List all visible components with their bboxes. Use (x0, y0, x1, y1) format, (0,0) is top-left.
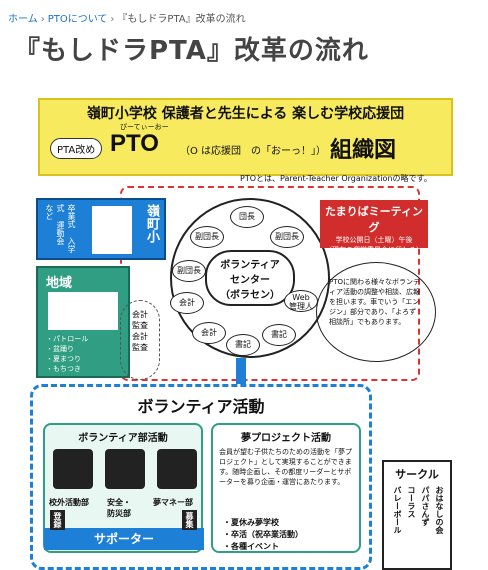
audit-label: 会計 監査 会計 監査 (132, 310, 148, 352)
yume-list-item: ・各種イベント (223, 542, 279, 551)
school-building-icon (92, 206, 132, 254)
sosiki-label: 組織図 (330, 138, 397, 163)
breadcrumb-separator: › (110, 14, 115, 25)
dept-item: 安全・ 防災部 (107, 498, 131, 518)
breadcrumb-current: 『もしドラPTA』改革の流れ (117, 14, 246, 25)
school-sub: 卒業式 入学式 運動会 など (45, 204, 76, 253)
pta-pill: PTA改め (50, 138, 103, 159)
role-shoki: 書記 (262, 324, 296, 346)
circle-item: バレーボール (393, 486, 402, 534)
yume-body: 会員が望む子供たちのための活動を「夢プロジェクト」として実現することができます。… (219, 448, 352, 486)
area-sub: ・パトロール ・盆踊り ・夏まつり ・もちつき (46, 335, 89, 373)
yume-project-box: 夢プロジェクト活動 会員が望む子供たちのための活動を「夢プロジェクト」として実現… (211, 423, 361, 553)
city-icon (48, 292, 118, 330)
volunteer-center-label: ボランティア センター （ボラセン） (220, 260, 280, 301)
pto-paren: （O は応援団 の「おーっ！」） (180, 146, 327, 157)
area-label: 地域 (46, 276, 73, 291)
tamariba-title: たまりばミーティング (324, 205, 423, 234)
circle-item: パパさんず (421, 486, 430, 526)
diagram-header-title: 嶺町小学校 保護者と先生による 楽しむ学校応援団 (86, 106, 405, 122)
circle-title: サークル (395, 468, 439, 481)
page-title: 『もしドラPTA』改革の流れ (14, 36, 369, 66)
helmet-icon (105, 449, 145, 489)
down-arrow (236, 358, 246, 384)
role-fukudanchou: 副団長 (190, 226, 224, 248)
toroku-label: 登録 (50, 510, 65, 530)
role-fukudanchou: 副団長 (270, 226, 304, 248)
role-kaikei: 会計 (170, 292, 204, 314)
breadcrumb-home-link[interactable]: ホーム (8, 14, 38, 25)
circle-item: おはなしの会 (435, 486, 444, 534)
school-label: 嶺町小 (144, 204, 159, 243)
role-fukudanchou: 副団長 (172, 260, 206, 282)
tamariba-meeting-box: たまりばミーティング 学校公開日（土曜）午後 （現在の運営委員会に代わる） (320, 200, 428, 254)
festival-icon (53, 449, 93, 489)
dept-item: 夢マネー部 (153, 498, 193, 507)
boshu-label: 募集 (182, 510, 197, 530)
volunteer-activity-title: ボランティア活動 (137, 397, 265, 416)
yume-list-item: ・夏休み夢学校 (223, 518, 279, 527)
breadcrumb: ホーム›PTOについて›『もしドラPTA』改革の流れ (8, 10, 246, 25)
tamariba-sub: 学校公開日（土曜）午後 （現在の運営委員会に代わる） (325, 236, 423, 254)
volunteer-center: ボランティア センター （ボラセン） (205, 250, 295, 306)
yen-icon (157, 449, 197, 489)
role-web-admin: Web 管理人 (284, 290, 318, 312)
area-box: 地域 ・パトロール ・盆踊り ・夏まつり ・もちつき (36, 266, 130, 378)
dept-item: 校外活動部 (49, 498, 89, 507)
circle-box: サークル バレーボール コーラス パパさんず おはなしの会 (382, 460, 452, 570)
pto-description-bubble: PTOに関わる様々なボランティア活動の調整や相談、広報を担います。車でいう「エン… (316, 262, 436, 362)
pto-ruby: ぴーてぃーおー (120, 123, 169, 131)
yume-title: 夢プロジェクト活動 (241, 433, 331, 444)
circle-item: コーラス (407, 486, 416, 518)
school-box: 卒業式 入学式 運動会 など 嶺町小 (36, 198, 166, 260)
pto-logo: PTO (110, 130, 159, 157)
diagram-header-banner: 嶺町小学校 保護者と先生による 楽しむ学校応援団 PTA改め ぴーてぃーおー P… (38, 98, 453, 176)
role-kaikei: 会計 (192, 322, 226, 344)
role-danchou: 団長 (230, 206, 264, 228)
yume-list-item: ・卒活（祝卒業活動） (223, 530, 303, 539)
volunteer-dept-title: ボランティア部活動 (78, 433, 168, 444)
role-shoki: 書記 (226, 334, 260, 356)
volunteer-activity-frame: ボランティア活動 ボランティア部活動 校外活動部 安全・ 防災部 夢マネー部 夢… (30, 384, 372, 570)
breadcrumb-about-link[interactable]: PTOについて (47, 14, 108, 25)
breadcrumb-separator: › (40, 14, 45, 25)
pto-definition: PTOとは、Parent-Teacher Organizationの略です。 (240, 174, 432, 183)
audit-box: 会計 監査 会計 監査 (120, 300, 160, 380)
supporter-bar: サポーター (44, 528, 204, 550)
